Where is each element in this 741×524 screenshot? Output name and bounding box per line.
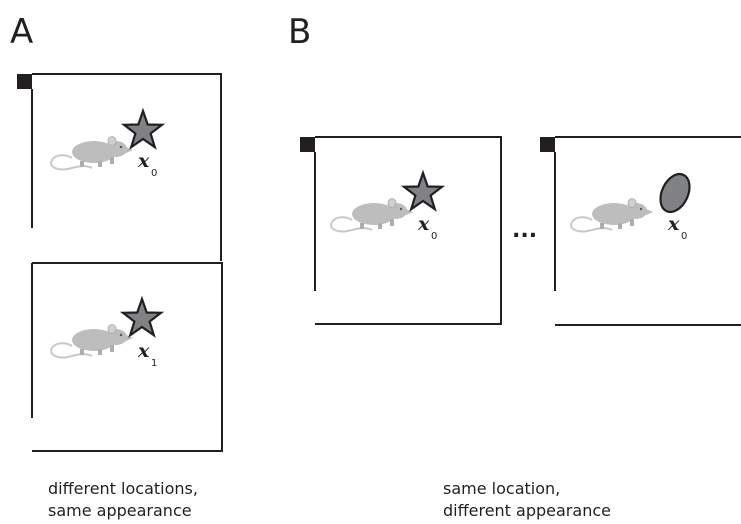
location-variable: x [137, 340, 150, 362]
corner-square-icon [540, 137, 555, 152]
panel-b-caption: same location, different appearance [443, 478, 611, 522]
location-subscript: 1 [151, 358, 157, 369]
location-variable: x [417, 213, 430, 235]
star-icon [121, 297, 163, 337]
caption-line: different locations, [48, 479, 198, 498]
mouse-icon [50, 135, 134, 171]
caption-line: same location, [443, 479, 561, 498]
mouse-icon [570, 197, 654, 233]
location-subscript: 0 [681, 231, 687, 242]
location-variable: x [137, 150, 150, 172]
panel-a-caption: different locations, same appearance [48, 478, 198, 522]
panel-b-label: B [288, 12, 311, 52]
caption-line: same appearance [48, 501, 192, 520]
caption-line: different appearance [443, 501, 611, 520]
corner-square-icon [17, 74, 32, 89]
sequence-ellipsis: ... [512, 218, 537, 243]
panel-b-right-frame: x 0 [540, 136, 741, 326]
frame-border [315, 136, 502, 325]
mouse-icon [330, 197, 414, 233]
location-subscript: 0 [151, 168, 157, 179]
star-icon [122, 109, 164, 149]
frame-border [32, 262, 223, 452]
panel-b-left-frame: x 0 [300, 136, 502, 325]
mouse-icon [50, 323, 134, 359]
panel-a-top-frame: x 0 [17, 73, 222, 261]
panel-a-label: A [10, 12, 33, 52]
frame-border [32, 73, 222, 261]
ellipse-icon [659, 172, 691, 214]
star-icon [402, 171, 444, 211]
location-subscript: 0 [431, 231, 437, 242]
panel-a-bottom-frame: x 1 [31, 262, 223, 452]
location-variable: x [667, 213, 680, 235]
corner-square-icon [300, 137, 315, 152]
